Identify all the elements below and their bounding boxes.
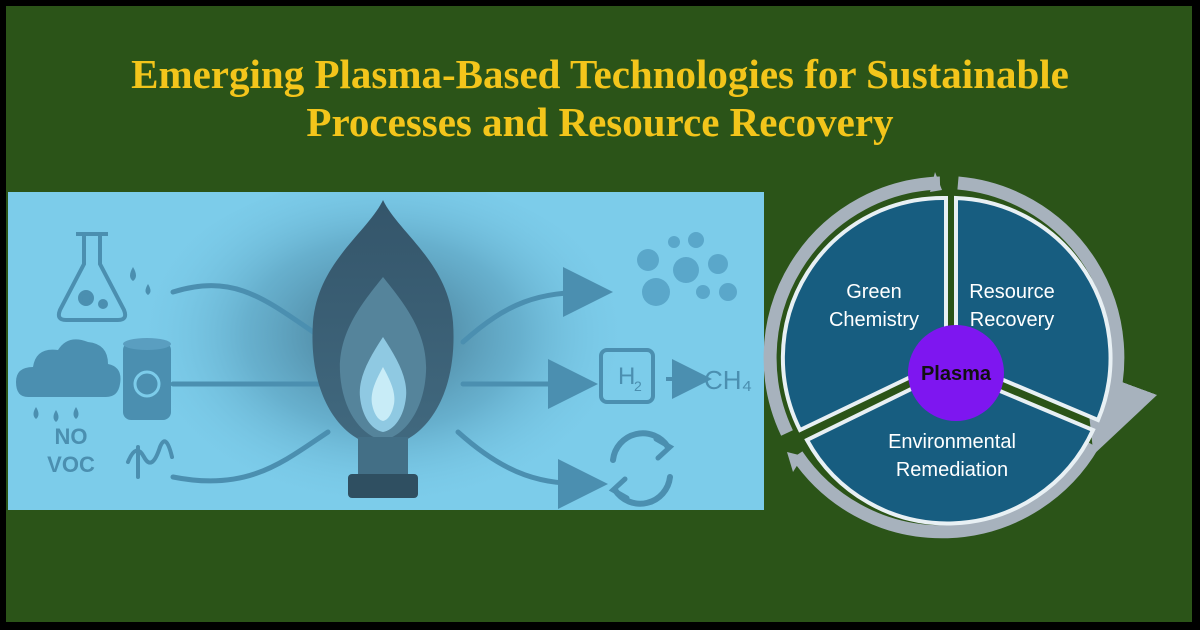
label-no: NO [55, 424, 88, 449]
flow-out-top [460, 267, 613, 345]
title-line-1: Emerging Plasma-Based Technologies for S… [131, 51, 1069, 97]
segment-label-3-line-1: Environmental [888, 431, 1016, 453]
barrel-recycle-icon [123, 338, 171, 420]
refresh-icon [608, 430, 675, 507]
h2-box-icon: H 2 [599, 348, 655, 404]
flow-out-bottom [455, 429, 608, 509]
label-h2-subscript: 2 [634, 378, 642, 394]
segment-environmental-remediation [804, 367, 1096, 526]
flask-icon [56, 232, 151, 322]
cycle-arrow-ring [763, 176, 1158, 539]
segment-green-chemistry [780, 195, 948, 433]
center-label: Plasma [921, 363, 992, 385]
title-line-2: Processes and Resource Recovery [306, 99, 894, 145]
flow-in-bottom [170, 429, 331, 484]
plasma-illustration: NO VOC [8, 192, 764, 510]
segment-label-2-line-1: Resource [969, 281, 1055, 303]
label-voc: VOC [47, 452, 95, 477]
ring-arrowhead-left [787, 452, 803, 472]
segment-label-2-line-2: Recovery [970, 309, 1054, 331]
burner-icon [348, 437, 418, 498]
segment-label-3-line-2: Remediation [896, 459, 1008, 481]
ring-arc-right [957, 176, 1158, 455]
flow-in-top [170, 283, 331, 345]
cycle-diagram: Green Chemistry Resource Recovery Enviro… [763, 172, 1158, 539]
label-ch4: CH₄ [704, 365, 752, 395]
page-title: Emerging Plasma-Based Technologies for S… [0, 50, 1200, 146]
center-circle [908, 325, 1004, 421]
ring-arrowhead-top [930, 172, 942, 192]
segment-label-1-line-2: Chemistry [829, 309, 919, 331]
bubbles-icon [637, 232, 737, 306]
wave-icon [126, 439, 174, 479]
cloud-icon [16, 339, 121, 422]
ring-arc-bottom [791, 441, 1099, 539]
ring-arc-left [763, 176, 941, 436]
segment-label-1-line-1: Green [846, 281, 902, 303]
label-h2: H [618, 363, 635, 390]
flame-icon [312, 200, 454, 447]
